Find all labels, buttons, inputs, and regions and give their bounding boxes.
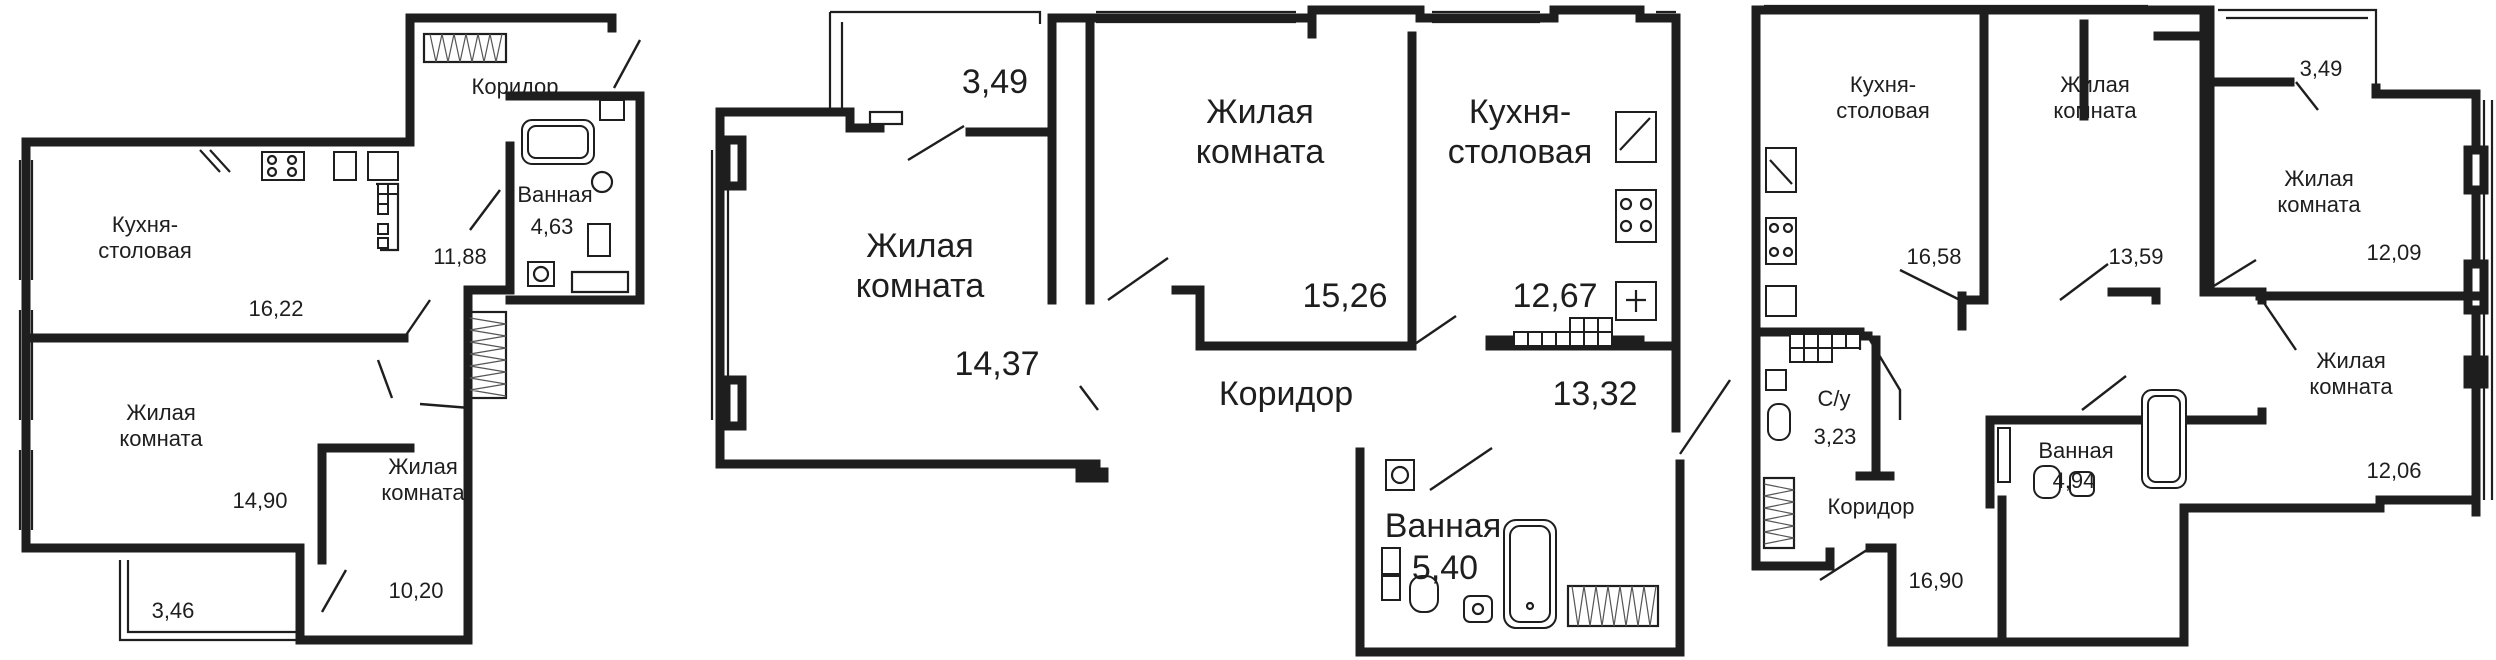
room-label-living-2: Жилая комната xyxy=(1195,93,1325,172)
room-label-corridor: Коридор xyxy=(1218,375,1354,413)
room-label-wc: С/у xyxy=(1817,386,1851,411)
area-wc: 3,23 xyxy=(1813,424,1857,449)
room-label-living-1: Жилая комната xyxy=(119,400,203,451)
area-corridor: 13,32 xyxy=(1552,375,1638,413)
room-label-living-2: Жилая комната xyxy=(381,454,465,505)
area-bath: 4,63 xyxy=(530,214,574,239)
area-kitchen: 16,22 xyxy=(248,296,304,321)
plan-left-drawing xyxy=(18,13,645,645)
plan-right-drawing xyxy=(1751,4,2494,647)
area-bath: 4,94 xyxy=(2052,468,2096,493)
room-label-kitchen: Кухня- столовая xyxy=(1836,72,1930,123)
room-label-bath: Ванная xyxy=(517,182,593,207)
area-balcony: 3,46 xyxy=(151,598,195,623)
room-label-living-2: Жилая комната xyxy=(2277,166,2361,217)
area-living-1: 13,59 xyxy=(2108,244,2164,269)
area-living-3: 12,06 xyxy=(2366,458,2422,483)
area-balcony: 3,49 xyxy=(961,63,1029,101)
room-label-living-3: Жилая комната xyxy=(2309,348,2393,399)
room-label-corridor: Коридор xyxy=(1827,494,1915,519)
area-living-1: 14,37 xyxy=(954,345,1040,383)
room-label-bath: Ванная xyxy=(1384,507,1502,545)
room-label-kitchen: Кухня- столовая xyxy=(98,212,192,263)
area-corridor: 16,90 xyxy=(1908,568,1964,593)
plan-middle-drawing xyxy=(710,5,1731,657)
room-label-living-1: Жилая комната xyxy=(2053,72,2137,123)
area-corridor: 11,88 xyxy=(433,244,487,269)
area-living-1: 14,90 xyxy=(232,488,288,513)
room-label-bath: Ванная xyxy=(2038,438,2114,463)
area-bath: 5,40 xyxy=(1411,549,1479,587)
area-living-2: 10,20 xyxy=(388,578,444,603)
room-label-kitchen: Кухня- столовая xyxy=(1447,93,1593,172)
area-living-2: 12,09 xyxy=(2366,240,2422,265)
room-label-corridor: Коридор xyxy=(471,74,559,99)
area-kitchen: 16,58 xyxy=(1906,244,1962,269)
area-living-2: 15,26 xyxy=(1302,277,1388,315)
area-balcony: 3,49 xyxy=(2299,56,2343,81)
room-label-living-1: Жилая комната xyxy=(855,227,985,306)
area-kitchen: 12,67 xyxy=(1512,277,1598,315)
